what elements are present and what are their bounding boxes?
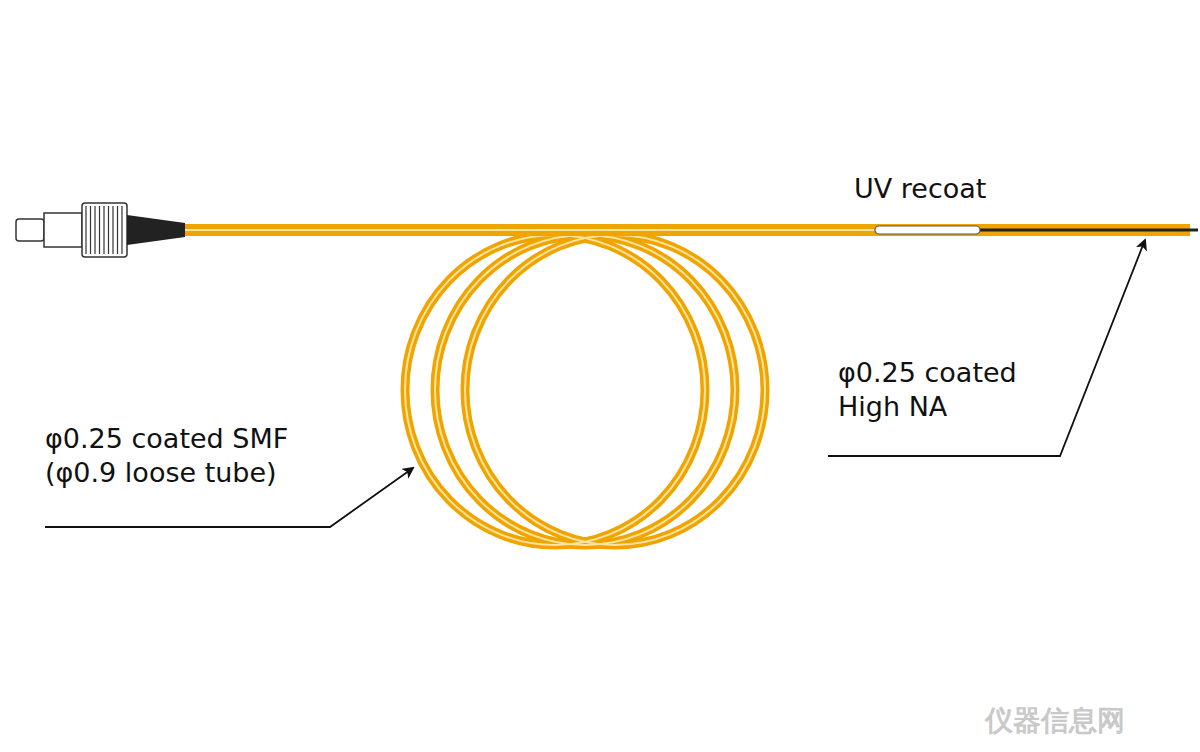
fiber-cable: [185, 224, 1198, 236]
part-label: φ0.25 coated High NA: [838, 356, 1048, 424]
fiber-coil: [405, 235, 765, 545]
fc-connector: [16, 203, 185, 257]
watermark: 仪器信息网: [985, 703, 1125, 738]
part-label: φ0.25 coated SMF (φ0.9 loose tube): [45, 422, 310, 490]
part-label: UV recoat: [854, 172, 986, 206]
leader-lines: [45, 240, 1145, 527]
knurling: [86, 206, 122, 254]
